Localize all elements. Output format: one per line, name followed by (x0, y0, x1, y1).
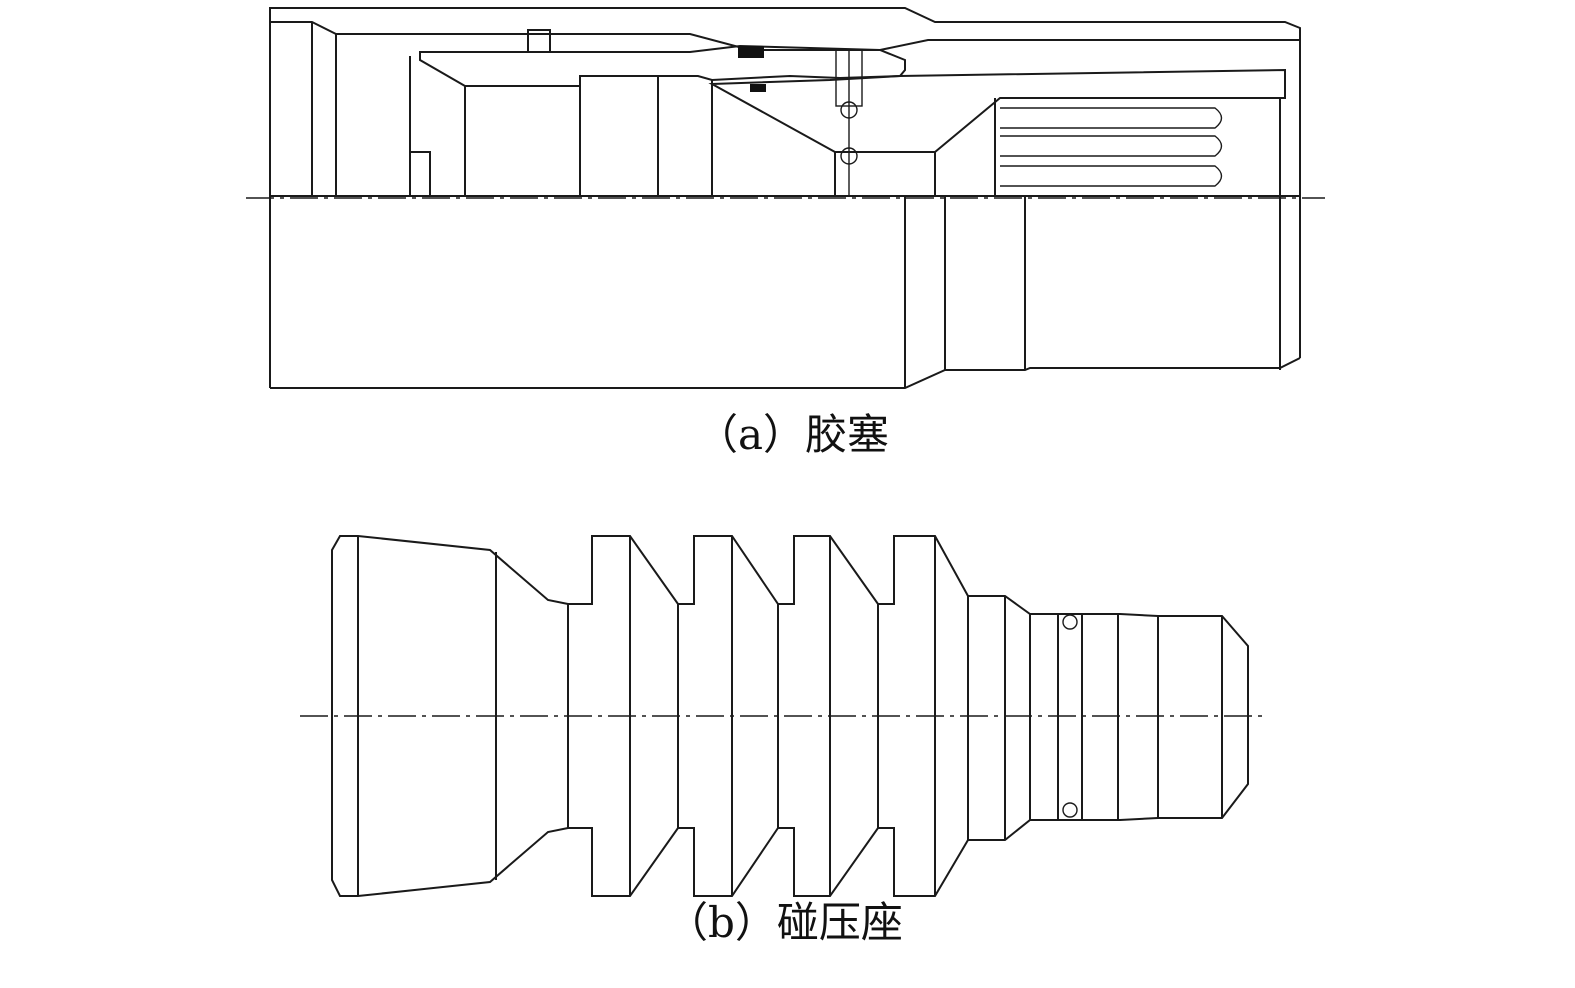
seal-ring-upper (738, 46, 764, 58)
caption-b: （b）碰压座 (666, 898, 903, 947)
plug-outer-shell-section (269, 7, 1301, 51)
caption-a: （a）胶塞 (696, 410, 890, 459)
o-ring-bottom (1062, 802, 1078, 818)
o-ring-top (1062, 614, 1078, 630)
seal-ring-lower (750, 84, 766, 92)
landing-collar-drawing (300, 535, 1265, 897)
plug-lower-outline (270, 357, 1301, 389)
slot-finger-2 (1000, 135, 1223, 157)
plug-drawing (246, 7, 1325, 389)
pin-hole-lower (840, 147, 858, 165)
plug-inner-sleeve-section (419, 44, 906, 87)
slot-finger-1 (1000, 107, 1223, 129)
key-block (527, 29, 551, 53)
pin-hole-upper (840, 101, 858, 119)
plug-cone-section (708, 68, 1286, 153)
slot-finger-3 (1000, 165, 1223, 187)
